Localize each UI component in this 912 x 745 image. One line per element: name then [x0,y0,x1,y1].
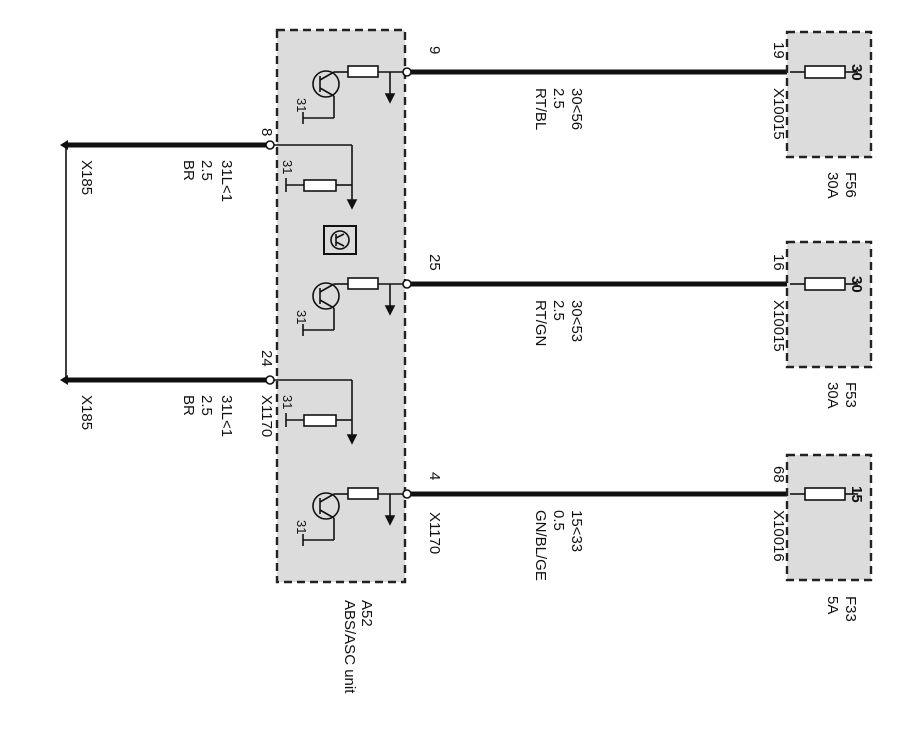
wire-size: 2.5 [550,88,567,109]
fuse-rating: 30A [824,382,841,409]
wire-size: 0.5 [550,510,567,531]
pin-number: 8 [258,128,275,136]
fuse-pin-number: 16 [770,254,787,271]
right-wire-pin-4: 4 X1170 15<33 0.5 GN/BL/GE 68 X10016 [402,466,790,581]
pin-number: 24 [258,350,275,367]
wire-color: GN/BL/GE [532,510,549,581]
left-wire-pin-8: 8 31L<1 2.5 BR X185 [60,128,275,380]
fuse-label: F56 [842,172,859,198]
wire-color: RT/GN [532,300,549,346]
fuse-rating: 30A [824,172,841,199]
wire-signal: 31L<1 [218,160,235,202]
module-connector-label: X1170 [426,512,443,554]
fuse-label: F53 [842,382,859,408]
fuse-terminal: 15 [848,486,865,503]
fuse-terminal: 30 [848,64,865,81]
wire-size: 2.5 [198,395,215,416]
pin-number: 25 [426,254,443,271]
wire-size: 2.5 [550,300,567,321]
right-wire-pin-9: 9 30<56 2.5 RT/BL 19 X10015 [402,42,790,140]
connector-label: X185 [78,395,95,430]
fuse-connector-label: X10015 [770,300,787,352]
module-code: A52 [358,600,375,627]
right-wire-pin-25: 25 30<53 2.5 RT/GN 16 X10015 [402,254,790,352]
fuse-pin-number: 68 [770,466,787,483]
ground-label: 31 [294,310,309,324]
module-name: ABS/ASC unit [341,600,358,694]
pin-number: 9 [426,46,443,54]
wire-signal: 30<56 [568,88,585,130]
fuse-f56: 30 F56 30A [785,30,873,199]
abs-asc-module-box [275,28,407,584]
fuse-terminal: 30 [848,276,865,293]
fuse-connector-label: X10015 [770,88,787,140]
fuse-rating: 5A [824,596,841,614]
fuse-f33: 15 F33 5A [785,453,873,622]
ground-label: 31 [294,98,309,112]
wire-color: BR [180,160,197,181]
ground-label: 31 [280,395,295,409]
wire-signal: 15<33 [568,510,585,552]
fuse-connector-label: X10016 [770,510,787,562]
left-wire-pin-24: 24 31L<1 2.5 BR X1170 X185 [60,350,275,437]
fuse-pin-number: 19 [770,42,787,59]
module-internal-circuit [270,65,407,546]
fuse-label: F33 [842,596,859,622]
module-connector-label: X1170 [258,395,275,437]
pin-number: 4 [426,472,443,480]
wire-signal: 31L<1 [218,395,235,437]
wire-color: BR [180,395,197,416]
ground-label: 31 [294,520,309,534]
fuse-f53: 30 F53 30A [785,240,873,409]
wire-size: 2.5 [198,160,215,181]
wire-signal: 30<53 [568,300,585,342]
ground-label: 31 [280,160,295,174]
wire-color: RT/BL [532,88,549,130]
connector-label: X185 [78,160,95,195]
